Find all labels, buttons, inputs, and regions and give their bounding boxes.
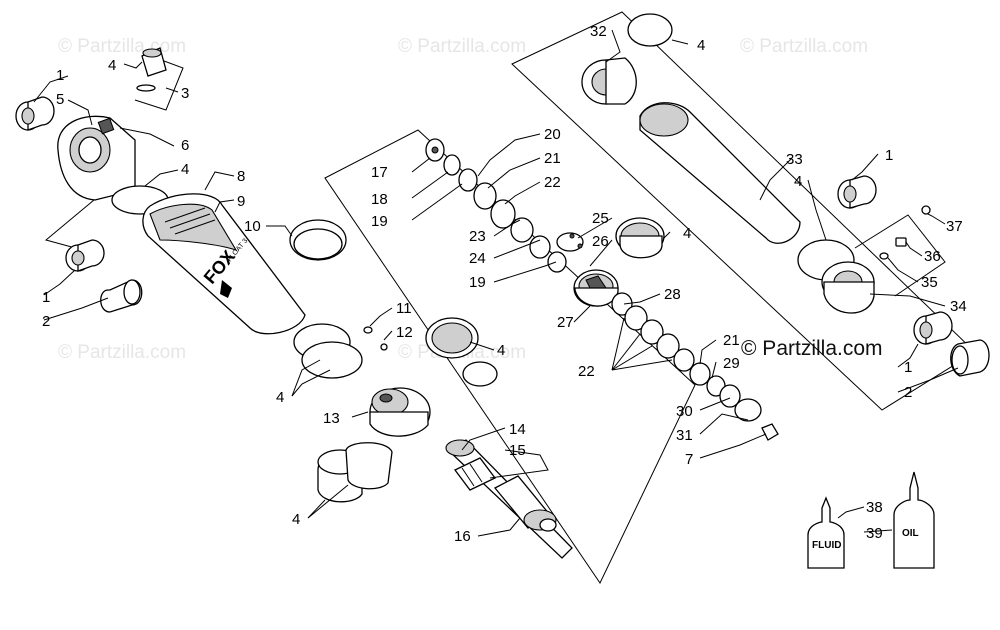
callout: 26: [592, 233, 609, 250]
air-sleeve: [142, 193, 306, 335]
callout: 4: [276, 389, 284, 406]
oil-bottle: OIL: [893, 471, 935, 569]
shim-stack-upper: [425, 138, 567, 273]
small-ball-12: [380, 343, 388, 351]
callout: 4: [181, 161, 189, 178]
callout: 16: [454, 528, 471, 545]
shock-eyelet-head: [57, 115, 136, 201]
callout: 1: [904, 359, 912, 376]
callout: 27: [557, 314, 574, 331]
spacer-left: [100, 279, 143, 313]
callout: 39: [866, 525, 883, 542]
callout: 20: [544, 126, 561, 143]
fluid-bottle-label: FLUID: [812, 540, 841, 551]
callout: 9: [237, 193, 245, 210]
callout: 23: [469, 228, 486, 245]
decal-ring: [289, 219, 347, 261]
callout: 19: [371, 213, 388, 230]
leader-lines: [33, 29, 959, 537]
valve-box: [134, 57, 184, 111]
watermark: © Partzilla.com: [398, 36, 526, 57]
callout: 7: [685, 451, 693, 468]
piston: [573, 269, 619, 307]
callout: 21: [544, 150, 561, 167]
callout: 11: [396, 300, 412, 317]
watermark-main: © Partzilla.com: [741, 337, 883, 360]
valve-body-13: [369, 387, 431, 437]
callout: 4: [683, 225, 691, 242]
shaft-assembly: [445, 439, 573, 559]
nut-7: [761, 423, 779, 441]
guide-rings-lower: [317, 442, 393, 503]
check-ring: [556, 232, 584, 252]
callout: 5: [56, 91, 64, 108]
piston-seal-25-4: [615, 217, 665, 259]
oil-bottle-label: OIL: [902, 528, 919, 539]
bushing-right-lower: [913, 311, 953, 345]
small-parts-35-37: [879, 205, 931, 260]
watermark: © Partzilla.com: [740, 36, 868, 57]
small-ball-11: [363, 326, 373, 334]
callout: 32: [590, 23, 607, 40]
watermark: © Partzilla.com: [58, 36, 186, 57]
callout: 22: [544, 174, 561, 191]
callout: 1: [56, 67, 64, 84]
callout: 19: [469, 274, 486, 291]
callout: 29: [723, 355, 740, 372]
callout: 4: [292, 511, 300, 528]
callout: 18: [371, 191, 388, 208]
callout-numbers: 1 5 4 3 6 4 1 2 8 9 10 4 11 12 4 13 4 14…: [42, 23, 967, 545]
callout: 1: [885, 147, 893, 164]
reservoir-cap: [581, 13, 673, 105]
callout: 1: [42, 289, 50, 306]
callout: 4: [108, 57, 116, 74]
callout: 15: [509, 442, 526, 459]
callout: 6: [181, 137, 189, 154]
watermark: © Partzilla.com: [58, 342, 186, 363]
callout: 8: [237, 168, 245, 185]
callout: 17: [371, 164, 388, 181]
callout: 35: [921, 274, 938, 291]
bushing-box-right: [854, 214, 946, 297]
callout: 10: [244, 218, 261, 235]
piston-seals: [425, 317, 498, 387]
shaft-body: [493, 475, 557, 532]
callout: 30: [676, 403, 693, 420]
callout: 31: [676, 427, 693, 444]
callout: 12: [396, 324, 413, 341]
callout: 34: [950, 298, 967, 315]
callout: 21: [723, 332, 740, 349]
shaft-nut: [454, 457, 496, 491]
callout: 14: [509, 421, 526, 438]
reservoir-end-cap: [821, 261, 875, 314]
callout: 28: [664, 286, 681, 303]
callout: 25: [592, 210, 609, 227]
eyelet-bushing-top: [15, 96, 55, 131]
callout: 37: [946, 218, 963, 235]
callout: 4: [697, 37, 705, 54]
callout: 33: [786, 151, 803, 168]
bushing-left-lower: [65, 239, 105, 272]
callout: 24: [469, 250, 486, 267]
callout: 2: [904, 384, 912, 401]
callout: 4: [794, 173, 802, 190]
callout: 3: [181, 85, 189, 102]
callout: 2: [42, 313, 50, 330]
callout: 38: [866, 499, 883, 516]
callout: 36: [924, 248, 941, 265]
shim-stack-lower: [611, 292, 762, 422]
bushing-right-upper: [837, 175, 877, 209]
callout: 4: [497, 342, 505, 359]
reservoir-body: [639, 102, 801, 244]
piston-assembly-box: [324, 129, 696, 585]
callout: 13: [323, 410, 340, 427]
schrader-valve: [136, 47, 167, 92]
spacer-right: [950, 339, 990, 377]
seal-rings-upper: [293, 323, 363, 379]
fluid-bottle: FLUID: [807, 496, 845, 569]
callout: 22: [578, 363, 595, 380]
